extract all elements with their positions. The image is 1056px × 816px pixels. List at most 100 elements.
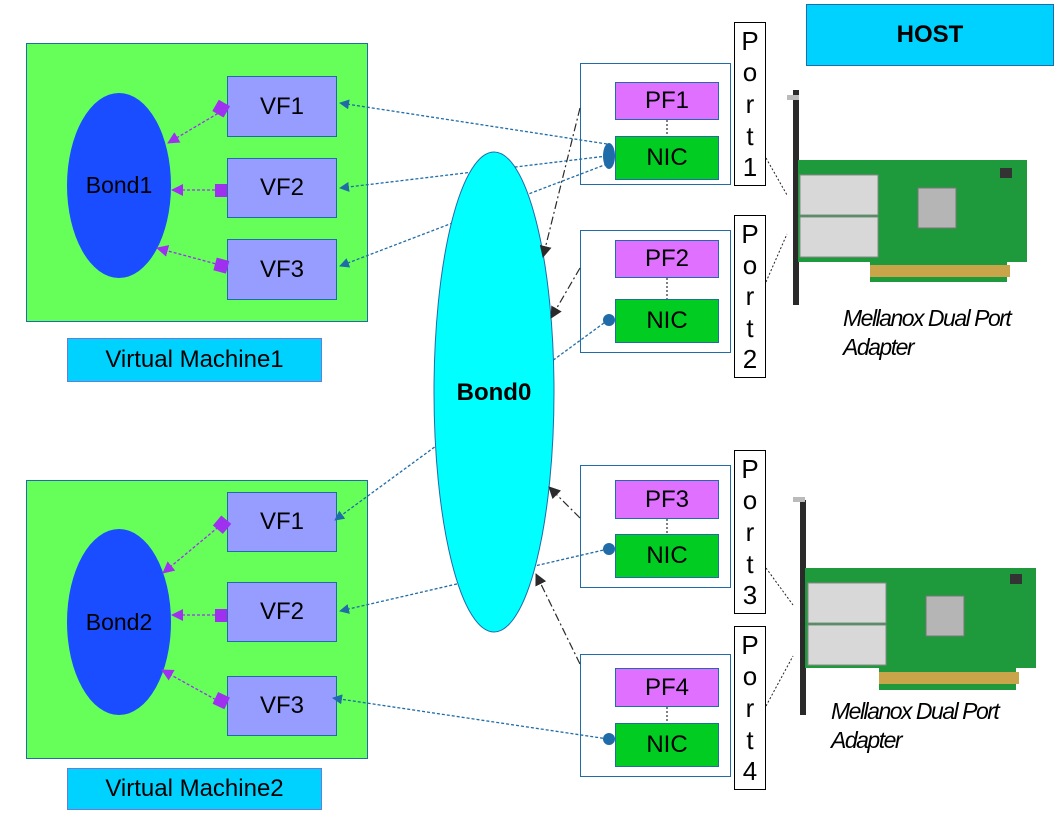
vm1-vf1-connector bbox=[212, 99, 231, 118]
port-letter: t bbox=[746, 724, 754, 755]
pf-label: PF2 bbox=[644, 245, 689, 272]
port-letter: o bbox=[742, 485, 758, 516]
link-vm2-vf1-bond2 bbox=[162, 523, 223, 574]
vm2-vf1: VF1 bbox=[227, 492, 337, 552]
port-letter: r bbox=[745, 692, 755, 723]
bond1-label: Bond1 bbox=[85, 172, 153, 198]
vm2-label: Virtual Machine2 bbox=[67, 768, 322, 810]
pf3-box: PF3 bbox=[615, 480, 719, 519]
port1-adapter-link bbox=[765, 157, 788, 196]
nic4-box: NIC bbox=[615, 723, 719, 767]
component bbox=[1010, 574, 1022, 584]
link-nic1-vm1-vf1 bbox=[339, 99, 608, 145]
chip bbox=[917, 187, 957, 229]
bracket bbox=[800, 500, 806, 715]
link-nic4-vm2-vf3 bbox=[332, 694, 609, 740]
port-letter: 4 bbox=[742, 756, 758, 787]
vm2-vf1-connector bbox=[212, 515, 232, 534]
link-vm1-vf3-bond1 bbox=[156, 245, 221, 266]
caption-line: Mellanox Dual Port bbox=[831, 698, 1000, 724]
vf-label: VF1 bbox=[259, 92, 304, 120]
nic2-endpoint-dot bbox=[603, 314, 615, 326]
link-vm2-vf3-bond2 bbox=[161, 669, 221, 703]
vm2-vf3-connector bbox=[212, 692, 230, 710]
bond2-label: Bond2 bbox=[85, 608, 153, 635]
pf-label: PF3 bbox=[644, 485, 689, 513]
vm2-vf2: VF2 bbox=[227, 582, 337, 642]
port-letter: o bbox=[742, 661, 758, 692]
component bbox=[1000, 168, 1012, 178]
adapter-card-1-image bbox=[787, 90, 1027, 305]
port-letter: r bbox=[745, 88, 755, 119]
vf-label: VF2 bbox=[259, 174, 304, 201]
link-nic2-vm2-vf1 bbox=[334, 319, 609, 521]
port2-adapter-link bbox=[765, 233, 788, 283]
port-letter: r bbox=[745, 281, 755, 312]
port-letter: P bbox=[741, 629, 759, 660]
vm1-vf2: VF2 bbox=[227, 158, 337, 218]
nic2-box: NIC bbox=[615, 299, 719, 343]
pcie-connector bbox=[870, 265, 1010, 277]
nic-label: NIC bbox=[646, 731, 688, 758]
vf-label: VF3 bbox=[259, 255, 304, 283]
vm2-label-text: Virtual Machine2 bbox=[105, 775, 284, 802]
port4-adapter-link bbox=[765, 655, 794, 707]
port-letter: o bbox=[742, 250, 758, 281]
nic3-box: NIC bbox=[615, 534, 719, 578]
adapter-2-caption: Mellanox Dual Port Adapter bbox=[831, 697, 1051, 755]
vf-label: VF3 bbox=[259, 692, 304, 719]
nic-label: NIC bbox=[646, 542, 688, 569]
pf2-box: PF2 bbox=[615, 240, 719, 278]
port-letter: t bbox=[746, 120, 754, 151]
pf4-box: PF4 bbox=[615, 668, 719, 707]
bond1-ellipse: Bond1 bbox=[67, 93, 171, 278]
pf-label: PF1 bbox=[644, 87, 689, 114]
vm2-vf2-connector bbox=[215, 609, 227, 622]
sfp-cage-1 bbox=[799, 174, 879, 216]
bond2-ellipse: Bond2 bbox=[67, 529, 171, 715]
caption-line: Mellanox Dual Port bbox=[843, 305, 1012, 331]
adapter-card-2-image bbox=[793, 497, 1036, 715]
bond0-ellipse bbox=[433, 151, 555, 633]
link-pf2-bond0 bbox=[550, 267, 581, 319]
nic4-endpoint-dot bbox=[603, 733, 615, 745]
bracket-tab bbox=[793, 497, 805, 502]
caption-line: Adapter bbox=[831, 727, 903, 753]
host-label: HOST bbox=[806, 4, 1054, 66]
port-letter: t bbox=[746, 548, 754, 579]
vm1-vf3-connector bbox=[213, 257, 230, 274]
link-vm1-vf1-bond1 bbox=[167, 110, 223, 144]
port-letter: o bbox=[742, 57, 758, 88]
nic3-endpoint-dot bbox=[603, 543, 615, 555]
vm2-vf3: VF3 bbox=[227, 676, 337, 736]
port-letter: t bbox=[746, 312, 754, 343]
link-pf4-bond0 bbox=[535, 573, 581, 665]
vf-label: VF1 bbox=[259, 508, 304, 535]
port-letter: 3 bbox=[742, 580, 758, 611]
sfp-cage-1 bbox=[807, 582, 887, 624]
bracket bbox=[793, 90, 799, 305]
port-letter: P bbox=[741, 25, 759, 56]
vm1-vf3: VF3 bbox=[227, 239, 337, 300]
sfp-cage-2 bbox=[807, 624, 887, 666]
vm1-label-text: Virtual Machine1 bbox=[105, 346, 284, 373]
port-letter: P bbox=[741, 218, 759, 249]
chip bbox=[925, 595, 965, 637]
port-letter: P bbox=[741, 453, 759, 484]
port-letter: 1 bbox=[742, 152, 758, 183]
pf-label: PF4 bbox=[644, 673, 689, 701]
caption-line: Adapter bbox=[843, 334, 915, 360]
vm1-label: Virtual Machine1 bbox=[67, 338, 322, 382]
nic-label: NIC bbox=[646, 307, 688, 334]
pcie-connector bbox=[879, 672, 1019, 684]
nic1-endpoint-dot bbox=[603, 143, 615, 169]
bracket-tab bbox=[787, 95, 799, 100]
adapter-1-caption: Mellanox Dual Port Adapter bbox=[843, 304, 1053, 362]
link-pf3-bond0 bbox=[548, 486, 581, 519]
